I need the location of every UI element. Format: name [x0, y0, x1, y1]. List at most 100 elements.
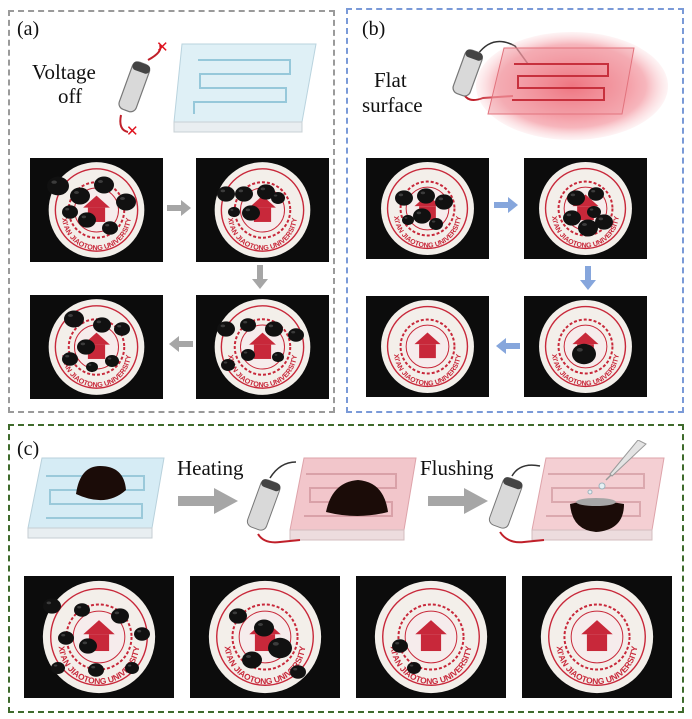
substrate-heating-icon: [246, 457, 417, 544]
substrate-with-droplet-icon: [27, 457, 165, 539]
panel-b-caption-line1: Flat: [374, 68, 407, 92]
droplet-icon: [221, 359, 235, 371]
droplet-icon: [392, 639, 408, 653]
droplet-icon: [572, 343, 596, 365]
photo-c2: XI'AN JIAOTONG UNIVERSITY: [190, 576, 340, 698]
droplet-icon: [105, 355, 119, 367]
droplet-icon: [86, 361, 98, 373]
droplet-icon: [435, 194, 453, 210]
droplet-icon: [402, 214, 414, 226]
university-logo-plate-icon: XI'AN JIAOTONG UNIVERSITY: [374, 580, 488, 694]
photo-c3: XI'AN JIAOTONG UNIVERSITY: [356, 576, 506, 698]
droplet-icon: [70, 187, 90, 205]
panel-a-voltage-off: (a) Voltage off ✕ ✕ XI'AN JIAOTONG UNIVE…: [8, 10, 335, 413]
photo-b1: XI'AN JIAOTONG UNIVERSITY: [366, 158, 489, 259]
panel-a-label: (a): [17, 18, 40, 40]
pipette-icon: [605, 440, 647, 481]
university-logo-plate-icon: XI'AN JIAOTONG UNIVERSITY: [381, 162, 474, 255]
droplet-icon: [268, 637, 292, 659]
university-logo-plate-icon: XI'AN JIAOTONG UNIVERSITY: [48, 299, 145, 395]
photo-a1: XI'AN JIAOTONG UNIVERSITY: [30, 158, 163, 262]
droplet-icon: [429, 218, 443, 230]
droplet-icon: [272, 351, 284, 363]
university-logo-plate-icon: XI'AN JIAOTONG UNIVERSITY: [208, 580, 322, 694]
droplet-icon: [102, 221, 118, 235]
droplet-icon: [79, 638, 97, 654]
droplet-icon: [413, 208, 431, 224]
droplet-icon: [77, 339, 95, 355]
arrow-right-icon: [167, 200, 191, 216]
cross-mark-icon: ✕: [126, 122, 139, 138]
droplet-icon: [288, 328, 304, 342]
droplet-icon: [290, 665, 306, 679]
droplet-icon: [64, 310, 84, 328]
droplet-icon: [567, 190, 585, 206]
droplet-icon: [228, 206, 240, 218]
university-logo-plate-icon: XI'AN JIAOTONG UNIVERSITY: [214, 299, 311, 395]
arrow-right-icon: [494, 197, 518, 213]
panel-b-label: (b): [362, 18, 386, 40]
droplet-icon: [93, 317, 111, 333]
battery-off-icon: ✕ ✕: [118, 40, 169, 138]
cross-mark-icon: ✕: [156, 40, 169, 56]
panel-c-label: (c): [17, 438, 40, 460]
droplet-icon: [235, 186, 253, 202]
droplet-icon: [111, 608, 129, 624]
droplet-icon: [217, 186, 235, 202]
droplet-icon: [47, 176, 69, 196]
droplet-icon: [241, 349, 255, 361]
arrow-left-icon: [496, 338, 520, 354]
droplet-icon: [114, 322, 130, 336]
step-heating-label: Heating: [177, 456, 244, 480]
heater-substrate-hot-icon: [476, 32, 668, 140]
heater-substrate-icon: [173, 43, 317, 133]
photo-a4: XI'AN JIAOTONG UNIVERSITY: [30, 295, 163, 399]
droplet-icon: [578, 219, 598, 237]
arrow-left-icon: [169, 336, 193, 352]
photo-b4: XI'AN JIAOTONG UNIVERSITY: [366, 296, 489, 397]
university-logo-plate-icon: XI'AN JIAOTONG UNIVERSITY: [381, 300, 474, 393]
droplet-icon: [43, 598, 61, 614]
droplet-icon: [240, 318, 256, 332]
photo-c4: XI'AN JIAOTONG UNIVERSITY: [522, 576, 672, 698]
arrow-heating-icon: [178, 488, 238, 514]
droplet-icon: [326, 480, 388, 516]
droplet-icon: [417, 188, 435, 204]
droplet-icon: [76, 466, 126, 501]
droplet-icon: [588, 187, 604, 201]
photo-b3: XI'AN JIAOTONG UNIVERSITY: [524, 296, 647, 397]
arrow-flushing-icon: [428, 488, 488, 514]
droplet-icon: [395, 190, 413, 206]
droplet-icon: [407, 662, 421, 674]
substrate-flushing-icon: [488, 440, 665, 544]
step-flushing-label: Flushing: [420, 456, 494, 480]
panel-c-heating-flushing: (c) Heating Flushing: [8, 424, 684, 713]
photo-a2: XI'AN JIAOTONG UNIVERSITY: [196, 158, 329, 262]
droplet-icon: [125, 662, 139, 674]
photo-a3: XI'AN JIAOTONG UNIVERSITY: [196, 295, 329, 399]
arrow-down-icon: [580, 266, 596, 290]
droplet-icon: [229, 608, 247, 624]
droplet-icon: [74, 603, 90, 617]
photo-b2: XI'AN JIAOTONG UNIVERSITY: [524, 158, 647, 259]
droplet-icon: [587, 206, 601, 218]
droplet-icon: [51, 662, 65, 674]
droplet-icon: [254, 619, 274, 637]
droplet-icon: [570, 501, 624, 532]
arrow-down-icon: [252, 265, 268, 289]
droplet-icon: [58, 631, 74, 645]
droplet-icon: [62, 205, 78, 219]
panel-a-caption-line2: off: [58, 84, 83, 108]
droplet-icon: [78, 212, 96, 228]
university-logo-plate-icon: XI'AN JIAOTONG UNIVERSITY: [48, 162, 145, 258]
panel-a-caption-line1: Voltage: [32, 60, 96, 84]
university-logo-plate-icon: XI'AN JIAOTONG UNIVERSITY: [539, 162, 632, 255]
droplet-icon: [563, 210, 581, 226]
photo-c1: XI'AN JIAOTONG UNIVERSITY: [24, 576, 174, 698]
droplet-icon: [88, 663, 104, 677]
droplet-icon: [116, 193, 136, 211]
panel-b-flat-surface: (b) Flat surface XI'AN JIAOTONG UNIVERSI…: [346, 8, 684, 413]
droplet-icon: [265, 321, 283, 337]
droplet-icon: [271, 192, 285, 204]
droplet-icon: [217, 321, 235, 337]
